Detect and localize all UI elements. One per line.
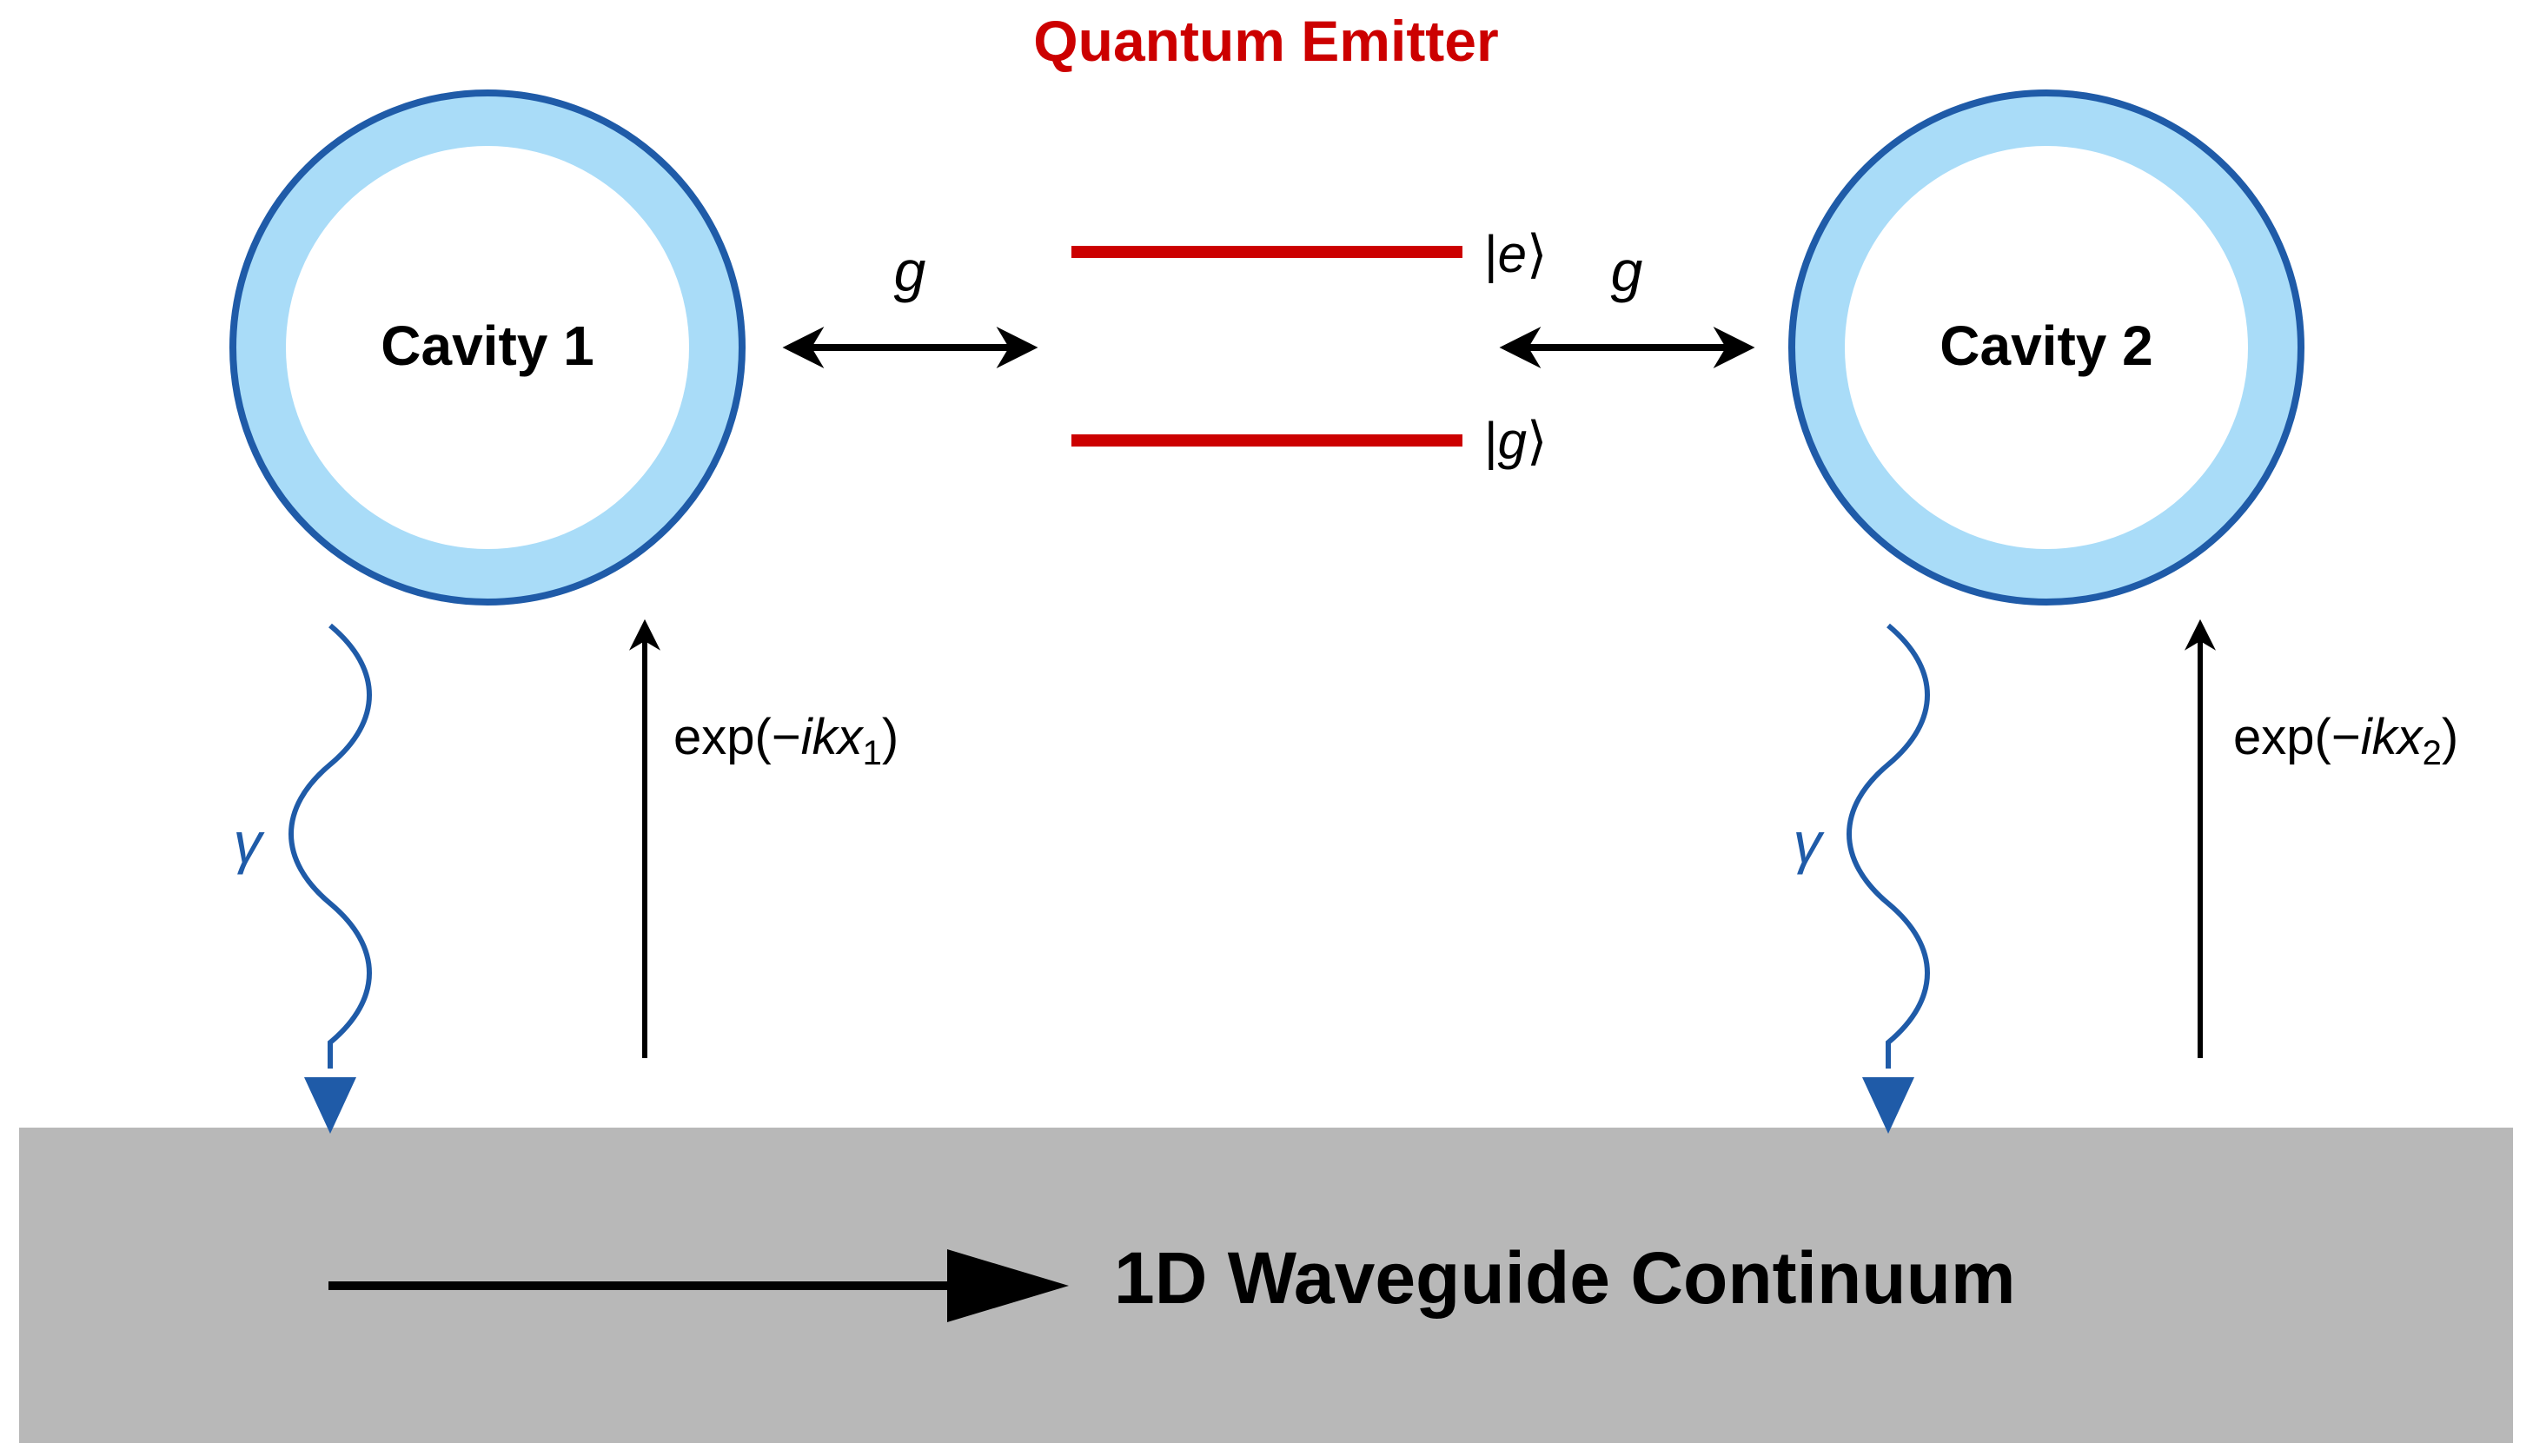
decay-wave-left [288, 623, 372, 1069]
cavity-1: Cavity 1 [229, 89, 746, 606]
cavity-1-label: Cavity 1 [381, 314, 593, 377]
emitter-title: Quantum Emitter [1033, 9, 1498, 73]
cavity-2-label: Cavity 2 [1940, 314, 2152, 377]
decay-label-right: γ [1794, 811, 1826, 875]
excited-state-label: |e⟩ [1484, 225, 1547, 283]
waveguide-label: 1D Waveguide Continuum [1114, 1237, 2016, 1319]
phase-label-right: exp(−ikx2) [2233, 709, 2458, 772]
decay-label-left: γ [234, 811, 266, 875]
cavity-2: Cavity 2 [1788, 89, 2304, 606]
decay-arrowhead-left [304, 1077, 356, 1134]
ground-state-label: |g⟩ [1484, 412, 1547, 470]
phase-label-left: exp(−ikx1) [673, 709, 898, 772]
propagation-arrow-head [947, 1249, 1069, 1322]
cavity-1-core [286, 146, 689, 549]
cavity-2-core [1845, 146, 2248, 549]
decay-arrowhead-right [1862, 1077, 1914, 1134]
decay-wave-right [1847, 623, 1930, 1069]
coupling-label-right: g [1611, 239, 1643, 303]
coupling-label-left: g [894, 239, 926, 303]
